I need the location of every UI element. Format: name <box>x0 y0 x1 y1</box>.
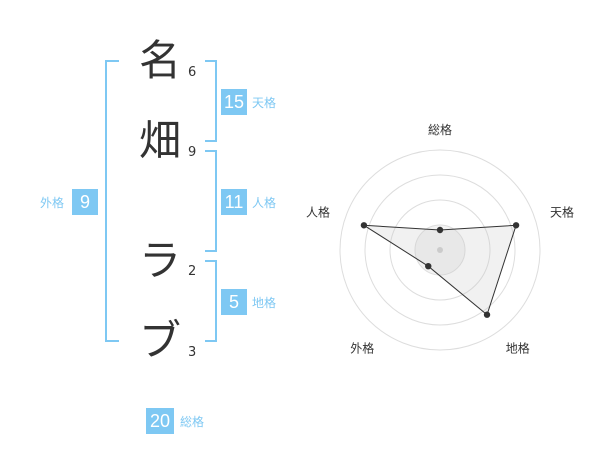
radar-center-dot <box>437 247 443 253</box>
gaikaku-bracket <box>105 60 119 342</box>
radar-axis-label-1: 総格 <box>428 122 452 137</box>
radar-point-2 <box>512 222 520 229</box>
stroke-count-1: 6 <box>188 65 197 80</box>
soukaku-label: 総格 <box>180 415 205 429</box>
tenkaku-value: 15 <box>221 89 247 115</box>
radar-point-5 <box>360 222 368 229</box>
radar-axis-label-3: 地格 <box>506 341 530 356</box>
stroke-count-2: 9 <box>188 145 197 160</box>
chikaku-value: 5 <box>221 289 247 315</box>
gaikaku-label: 外格 <box>40 196 65 210</box>
name-char-1: 名 <box>138 36 181 85</box>
chikaku-bracket <box>205 260 217 342</box>
jinkaku-value: 11 <box>221 189 247 215</box>
radar-axis-label-5: 人格 <box>306 204 330 219</box>
name-char-3: ラ <box>138 236 181 285</box>
gaikaku-value: 9 <box>72 189 98 215</box>
radar-point-4 <box>425 262 432 270</box>
stroke-count-3: 2 <box>188 264 197 279</box>
radar-ring-3 <box>364 174 516 326</box>
radar-ring-4 <box>339 149 541 351</box>
tenkaku-label: 天格 <box>252 96 277 110</box>
chikaku-label: 地格 <box>252 296 277 310</box>
jinkaku-bracket <box>205 150 217 252</box>
name-char-4: ブ <box>138 316 181 365</box>
radar-axis-label-4: 外格 <box>350 341 374 356</box>
radar-axis-label-2: 天格 <box>550 204 574 219</box>
jinkaku-label: 人格 <box>252 196 277 210</box>
radar-series-polygon <box>363 224 517 316</box>
soukaku-value: 20 <box>146 408 174 434</box>
tenkaku-bracket <box>205 60 217 142</box>
radar-point-1 <box>436 226 444 234</box>
name-char-2: 畑 <box>138 116 181 165</box>
radar-ring-2 <box>389 199 491 301</box>
stroke-count-4: 3 <box>188 345 197 360</box>
radar-point-3 <box>483 311 491 318</box>
